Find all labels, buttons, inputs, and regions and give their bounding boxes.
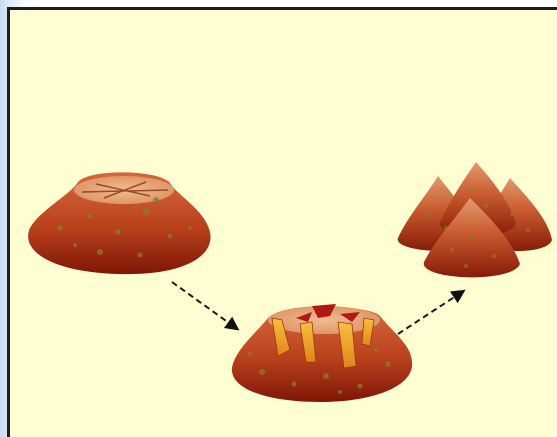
dome-mound-icon — [28, 172, 210, 274]
cracked-mound-icon — [232, 304, 412, 402]
arrow-cracked-to-fragments — [398, 292, 462, 334]
cone-fragments-icon — [398, 162, 552, 277]
arrow-intact-to-cracked — [172, 282, 236, 328]
